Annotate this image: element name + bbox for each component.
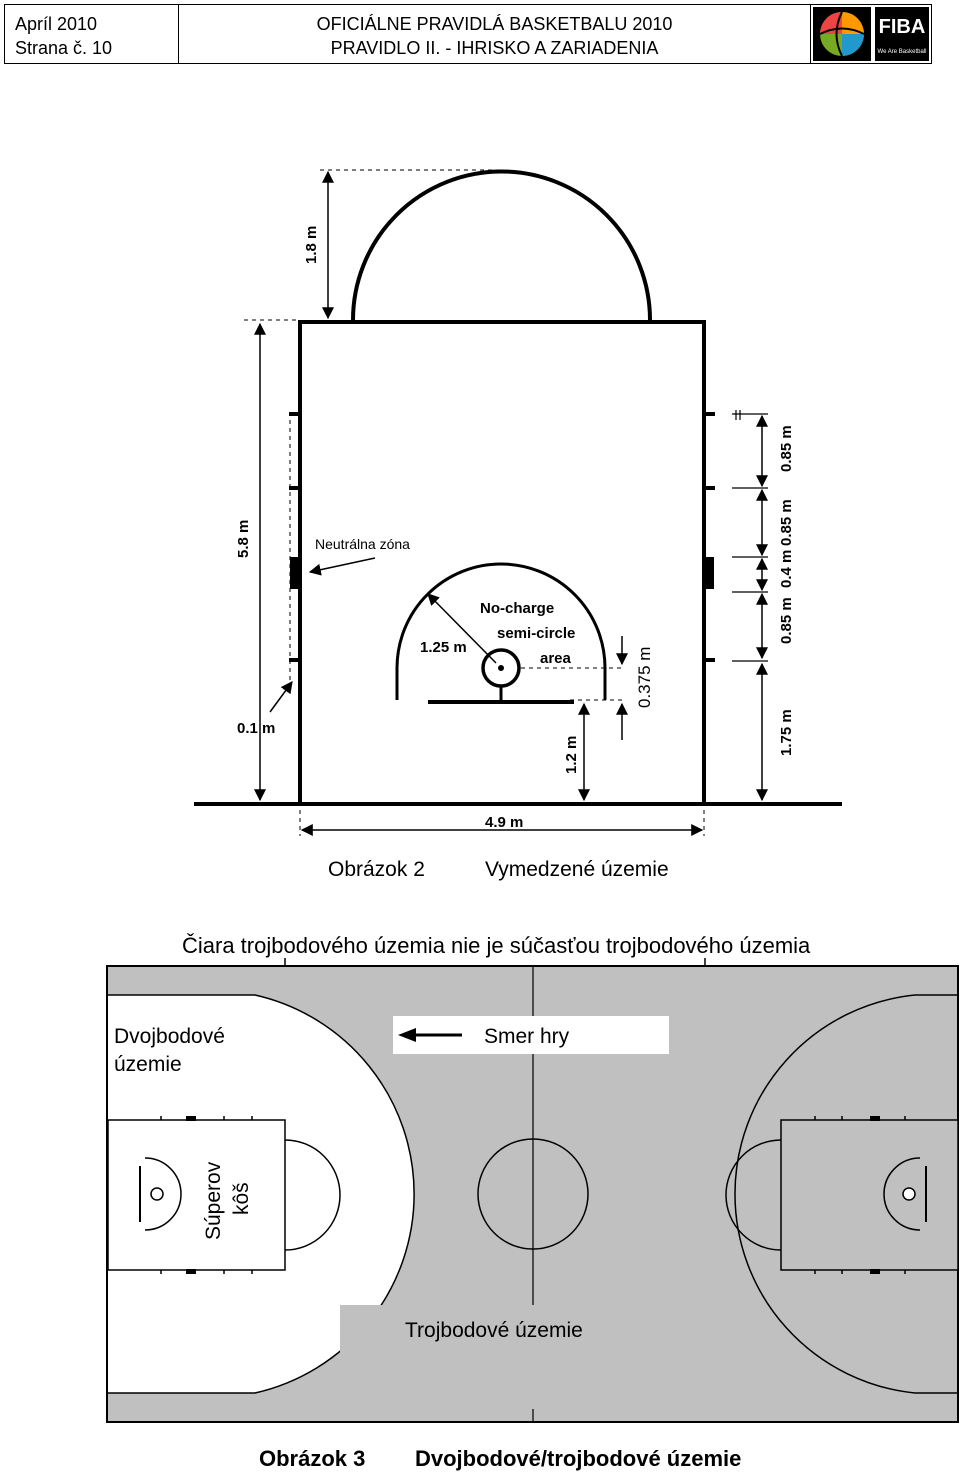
- neutral-zone-label: Neutrálna zóna: [315, 536, 410, 552]
- figure3-caption-label: Obrázok 3: [259, 1446, 365, 1471]
- dimension-ticks-right: [732, 410, 768, 662]
- dim-0-85-low-label: 0.85 m: [778, 597, 795, 644]
- logo-text: FIBA: [879, 16, 926, 38]
- header-date: Apríl 2010: [15, 14, 98, 34]
- left-restricted-area: [107, 1119, 286, 1271]
- right-three-point-line: [734, 994, 958, 1394]
- dim-1-25-label: 1.25 m: [420, 639, 467, 656]
- no-charge-label-3: area: [540, 650, 572, 667]
- dim-0-375-label: 0.375 m: [635, 647, 654, 708]
- basket-center: [498, 665, 504, 671]
- right-basket: [902, 1187, 916, 1201]
- radius-arrow: [427, 593, 497, 664]
- fiba-logo: FIBA We Are Basketball: [811, 5, 931, 63]
- restricted-area-lines: [298, 320, 706, 802]
- header-page-number: Strana č. 10: [15, 38, 113, 58]
- left-basket: [150, 1187, 164, 1201]
- dim-1-75-label: 1.75 m: [778, 709, 795, 756]
- figure2-caption-text: Vymedzené územie: [485, 858, 669, 881]
- header-meta: Apríl 2010 Strana č. 10: [5, 5, 179, 63]
- free-throw-semicircle: [351, 169, 652, 321]
- dim-4-9-label: 4.9 m: [485, 814, 523, 831]
- neutral-zone-block-right: [702, 557, 714, 589]
- dimension-arrows: [254, 170, 768, 836]
- guide-lines: [244, 169, 705, 836]
- no-charge-semicircle: [395, 562, 607, 700]
- lane-marks-left: [289, 412, 300, 662]
- three-point-area-label: Trojbodové územie: [405, 1319, 583, 1342]
- logo-tagline: We Are Basketball: [878, 49, 927, 55]
- header-title-block: OFICIÁLNE PRAVIDLÁ BASKETBALU 2010 PRAVI…: [179, 5, 811, 63]
- restricted-area-diagram: 1.8 m 5.8 m Neutrálna zóna 0.1 m 1.25 m …: [194, 169, 842, 881]
- figure3-caption-text: Dvojbodové/trojbodové územie: [415, 1446, 741, 1471]
- center-circle: [477, 1138, 589, 1250]
- opponent-basket-label-1: Súperov: [202, 1161, 225, 1240]
- basketball-globe-icon: [813, 7, 871, 61]
- court-areas-diagram: Čiara trojbodového územia nie je súčasťo…: [106, 933, 959, 1471]
- neutral-zone-block-left: [290, 557, 302, 589]
- dim-1-8-label: 1.8 m: [303, 226, 320, 264]
- lane-marks-right: [704, 412, 715, 662]
- header-subtitle: PRAVIDLO II. - IHRISKO A ZARIADENIA: [330, 38, 659, 58]
- no-charge-label-1: No-charge: [480, 600, 554, 617]
- header-title: OFICIÁLNE PRAVIDLÁ BASKETBALU 2010: [316, 14, 673, 34]
- two-point-area-label-2: územie: [114, 1053, 182, 1076]
- dim-5-8-label: 5.8 m: [235, 520, 252, 558]
- dim-1-2-label: 1.2 m: [563, 736, 580, 774]
- page-header: Apríl 2010 Strana č. 10 OFICIÁLNE PRAVID…: [4, 4, 932, 64]
- dim-0-85-top-label: 0.85 m: [778, 425, 795, 472]
- three-point-line-note: Čiara trojbodového územia nie je súčasťo…: [182, 933, 811, 958]
- dim-0-85-mid-label: 0.85 m: [778, 499, 795, 546]
- direction-of-play-label: Smer hry: [484, 1025, 570, 1048]
- dim-0-1-label: 0.1 m: [237, 720, 275, 737]
- opponent-basket-label-2: kôš: [230, 1182, 253, 1215]
- no-charge-label-2: semi-circle: [497, 625, 575, 642]
- dim-0-4-label: 0.4 m: [778, 550, 795, 588]
- figure2-caption-label: Obrázok 2: [328, 858, 425, 881]
- right-restricted-area: [780, 1119, 959, 1271]
- two-point-area-label-1: Dvojbodové: [114, 1025, 225, 1048]
